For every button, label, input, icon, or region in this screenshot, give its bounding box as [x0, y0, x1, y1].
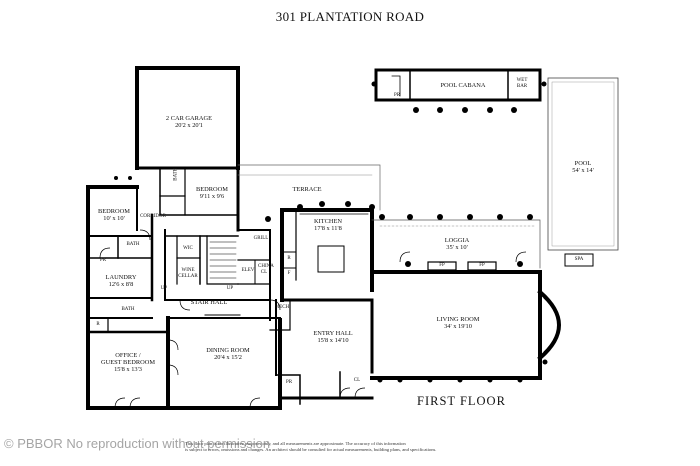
room-label-stair-hall: STAIR HALL — [190, 299, 228, 306]
room-label-elev: ELEV — [241, 268, 255, 273]
room-label-grill: GRILL — [253, 236, 269, 241]
room-label-f: F — [287, 271, 291, 276]
room-label-pr-entry: PR — [285, 380, 293, 385]
door-swings — [99, 229, 527, 409]
entry-hall-walls — [280, 298, 374, 374]
floor-label: FIRST FLOOR — [417, 394, 506, 408]
room-name: BEDROOM — [98, 208, 130, 215]
room-label-pr-cabana: PR — [393, 93, 401, 98]
room-name: 2 CAR GARAGE — [165, 115, 213, 122]
terrace-outline — [237, 164, 381, 211]
pool-outline — [547, 77, 619, 251]
room-name: DINING ROOM — [206, 347, 250, 354]
garage-walls — [135, 66, 240, 170]
room-label-office: OFFICE / GUEST BEDROOM 15'8 x 13'3 — [94, 352, 162, 374]
room-label-corridor: CORRIDOR — [140, 214, 166, 219]
room-label-bedroom-left: BEDROOM 10' x 10' — [92, 208, 136, 222]
room-label-living: LIVING ROOM 34' x 19'10 — [428, 316, 488, 330]
room-label-bedroom-main: BEDROOM 9'11 x 9'6 — [188, 186, 236, 200]
room-name: OFFICE / — [115, 352, 141, 359]
room-label-bath-left: BATH — [126, 242, 140, 247]
disclaimer-line-2: is subject to errors, omissions and chan… — [185, 446, 437, 452]
column-markers — [114, 81, 548, 383]
room-name: KITCHEN — [313, 218, 343, 225]
room-label-up-2: UP — [226, 286, 234, 291]
room-name: LIVING ROOM — [436, 316, 480, 323]
room-name-2: BAR — [516, 83, 528, 89]
room-label-r-lower: R — [96, 322, 100, 327]
living-room-walls — [370, 270, 542, 380]
room-label-bath-lower: BATH — [121, 307, 135, 312]
room-label-wine-cellar: WINE CELLAR — [178, 268, 198, 279]
cabana-walls — [374, 68, 542, 102]
room-label-r: R — [287, 256, 291, 261]
room-label-bath-garage: BATH — [173, 167, 179, 181]
room-label-entry-hall: ENTRY HALL 15'8 x 14'10 — [306, 330, 360, 344]
bedroom-walls — [150, 166, 240, 232]
room-label-china-cl: CHINA CL — [258, 264, 274, 275]
room-name: LAUNDRY — [105, 274, 137, 281]
room-name-2: GUEST BEDROOM — [100, 359, 156, 367]
room-label-fp-1: FP — [439, 263, 445, 268]
room-name: WET — [516, 78, 528, 83]
room-label-terrace: TERRACE — [292, 186, 322, 193]
room-dim: 9'11 x 9'6 — [199, 193, 225, 201]
plan-title: 301 PLANTATION ROAD — [275, 9, 425, 24]
room-label-spa: SPA — [574, 257, 584, 262]
room-label-dining: DINING ROOM 20'4 x 15'2 — [200, 347, 256, 361]
room-label-kitchen: KITCHEN 17'8 x 11'8 — [304, 218, 352, 232]
room-dim: 17'8 x 11'8 — [314, 225, 342, 233]
room-label-pool-cabana: POOL CABANA — [430, 82, 496, 89]
spa-outline — [564, 253, 594, 267]
room-label-fp-2: FP — [479, 263, 485, 268]
room-name: ENTRY HALL — [313, 330, 353, 337]
disclaimer: This floor plan is for illustrative purp… — [185, 441, 515, 452]
room-dim: 35' x 10' — [446, 244, 468, 252]
watermark: © PBBOR No reproduction without permissi… — [4, 436, 271, 451]
room-label-wet-bar: WET BAR — [510, 78, 534, 89]
room-dim: 12'6 x 8'8 — [108, 281, 134, 289]
room-label-pr-left: PR — [99, 258, 107, 263]
room-dim: 15'8 x 13'3 — [114, 366, 142, 374]
room-label-loggia: LOGGIA 35' x 10' — [434, 237, 480, 251]
room-name: LOGGIA — [444, 237, 470, 244]
room-label-cl-entry: CL — [353, 378, 361, 383]
room-label-laundry: LAUNDRY 12'6 x 8'8 — [96, 274, 146, 288]
room-label-pool: POOL 54' x 14' — [562, 160, 604, 174]
loggia-outline — [371, 219, 541, 269]
dining-walls — [166, 316, 282, 410]
room-dim: 20'4 x 15'2 — [214, 354, 242, 362]
room-name: POOL — [574, 160, 592, 167]
room-dim: 54' x 14' — [572, 167, 594, 175]
room-dim: 34' x 19'10 — [444, 323, 472, 331]
room-dim: 20'2 x 20'1 — [175, 122, 203, 130]
room-dim: 10' x 10' — [103, 215, 125, 223]
disclaimer-line-1: This floor plan is for illustrative purp… — [185, 441, 406, 446]
room-label-mech: MECH — [274, 305, 290, 310]
room-label-garage: 2 CAR GARAGE 20'2 x 20'1 — [160, 115, 218, 129]
room-label-up-1: UP — [160, 286, 168, 291]
room-name: POOL CABANA — [440, 82, 486, 89]
room-dim: 15'8 x 14'10 — [317, 337, 349, 345]
room-label-wic: WIC — [183, 246, 193, 251]
room-name: BEDROOM — [196, 186, 228, 193]
